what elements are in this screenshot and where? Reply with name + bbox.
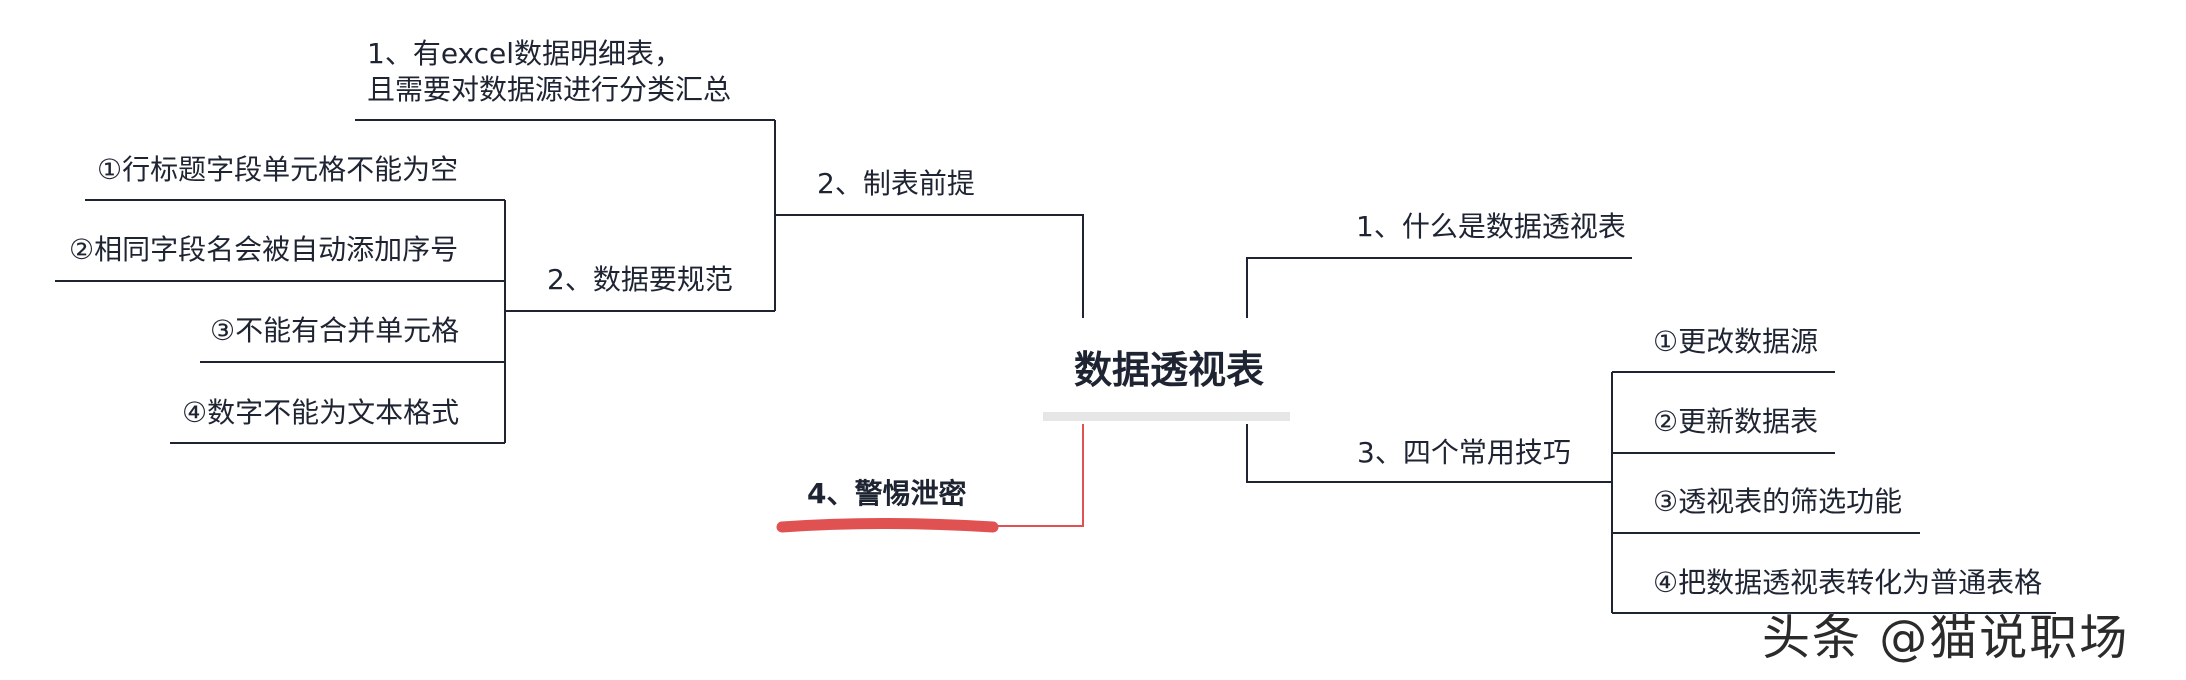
tip-item-4: ④把数据透视表转化为普通表格 (1653, 566, 2043, 599)
connector-security (990, 424, 1084, 527)
tip-item-2: ②更新数据表 (1653, 405, 1819, 438)
tip-item-1: ①更改数据源 (1653, 325, 1819, 358)
node-tips: 3、四个常用技巧 (1357, 436, 1571, 469)
connector-prereq (775, 214, 1084, 318)
connector-tips (1246, 424, 1612, 483)
root-title: 数据透视表 (1074, 348, 1265, 392)
norm-item-3: ③不能有合并单元格 (210, 314, 460, 347)
node-prereq: 2、制表前提 (817, 167, 975, 200)
norm-item-1: ①行标题字段单元格不能为空 (97, 153, 459, 186)
node-security: 4、警惕泄密 (807, 477, 967, 510)
node-what-is: 1、什么是数据透视表 (1356, 210, 1626, 243)
root-underline (1043, 412, 1290, 421)
connector-what-is (1246, 257, 1632, 318)
watermark-text: 头条 @猫说职场 (1762, 610, 2130, 666)
node-excel-line2: 且需要对数据源进行分类汇总 (367, 73, 732, 106)
node-excel-line1: 1、有excel数据明细表， (367, 37, 683, 70)
tip-item-3: ③透视表的筛选功能 (1653, 485, 1903, 518)
norm-item-4: ④数字不能为文本格式 (182, 396, 460, 429)
node-data-norm: 2、数据要规范 (547, 263, 733, 296)
norm-item-2: ②相同字段名会被自动添加序号 (69, 233, 459, 266)
security-brush-underline (776, 518, 999, 533)
